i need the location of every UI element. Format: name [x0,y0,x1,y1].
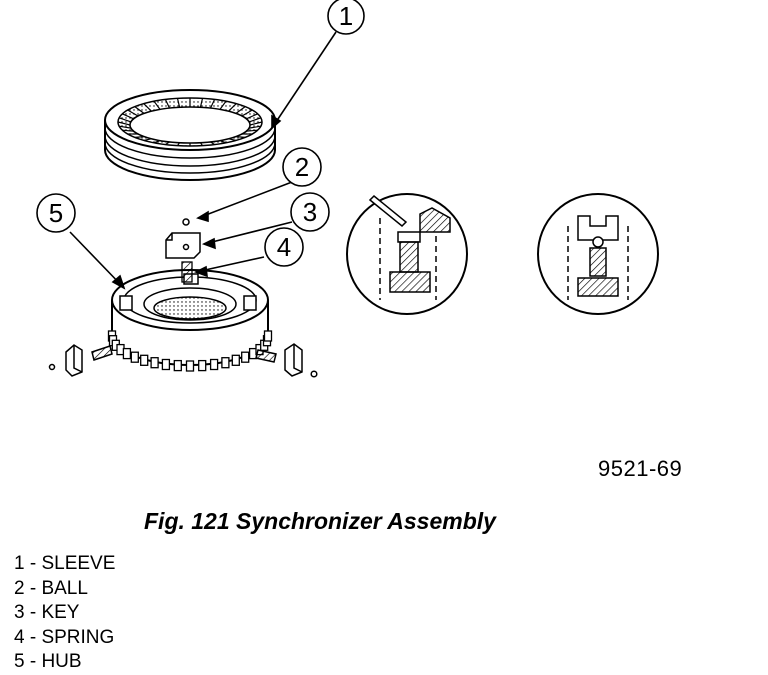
key-part [165,232,201,259]
svg-text:5: 5 [49,198,63,228]
sleeve-tooth [165,141,170,146]
hub-tooth [122,347,132,360]
sleeve-tooth [249,121,263,126]
sleeve-tooth [143,103,152,112]
section-view-neutral [537,193,659,315]
hub-tooth [140,354,149,366]
hub-tooth [241,351,250,363]
hub-tooth [198,359,207,372]
sleeve-tooth [199,142,203,146]
sleeve-tooth [143,138,152,141]
legend-item: 2 - BALL [14,577,88,599]
sleeve-tooth [219,140,227,144]
sleeve-tooth [246,113,258,120]
legend-item: 3 - KEY [14,602,80,624]
sleeve-tooth [235,136,246,138]
sleeve-tooth [117,121,131,126]
spring-part [181,261,193,283]
svg-text:3: 3 [303,197,317,227]
legend-item: 5 - HUB [14,651,82,673]
svg-text:2: 2 [295,152,309,182]
callout-2: 2 [282,147,322,187]
hub-tooth [161,358,171,371]
hub-tooth [209,358,219,371]
svg-text:4: 4 [277,232,291,262]
sleeve-tooth [235,106,246,114]
sleeve-tooth [122,129,134,132]
sleeve-tooth [134,106,145,114]
figure-caption: Fig. 121 Synchronizer Assembly [144,508,496,534]
callout-5: 5 [36,193,76,233]
section-view-engaged [346,193,468,315]
sleeve-tooth [241,109,253,117]
sleeve-tooth [219,100,227,110]
hub-tooth [231,354,240,366]
sleeve-tooth [164,99,171,109]
legend-item: 4 - SPRING [14,626,115,648]
callout-3: 3 [290,192,330,232]
hub-part [107,269,273,372]
sleeve-tooth [122,113,134,120]
hub-tooth [150,357,159,369]
figure-code: 9521-69 [598,456,683,481]
sleeve-tooth [127,109,139,117]
sleeve-tooth [177,142,181,146]
hub-tooth [221,357,230,369]
left-key-part [48,344,113,377]
hub-tooth [263,330,273,342]
callout-1: 1 [327,0,365,35]
ball-part [182,218,190,226]
right-key-part [255,343,318,378]
callout-4: 4 [264,227,304,267]
synchronizer-diagram: 1 2 3 4 5 [36,0,659,378]
sleeve-tooth [153,100,161,110]
sleeve-tooth [228,103,237,112]
legend-item: 1 - SLEEVE [14,553,116,574]
hub-tooth [185,360,195,372]
sleeve-tooth [248,117,262,123]
parts-legend: 1 - SLEEVE 2 - BALL 3 - KEY 4 - SPRING 5… [14,552,115,675]
sleeve-tooth [176,98,181,108]
sleeve-tooth [118,117,132,123]
sleeve-tooth [209,99,216,109]
sleeve-tooth [246,129,258,132]
sleeve-tooth [199,98,204,108]
sleeve-tooth [210,141,215,146]
hub-tooth [173,359,182,372]
sleeve-tooth [153,140,161,144]
sleeve-tooth [119,125,131,129]
sleeve-tooth [249,125,261,129]
sleeve-part [104,89,276,181]
svg-text:1: 1 [339,1,353,31]
sleeve-tooth [134,136,145,138]
hub-tooth [130,351,139,363]
sleeve-tooth [228,138,237,141]
